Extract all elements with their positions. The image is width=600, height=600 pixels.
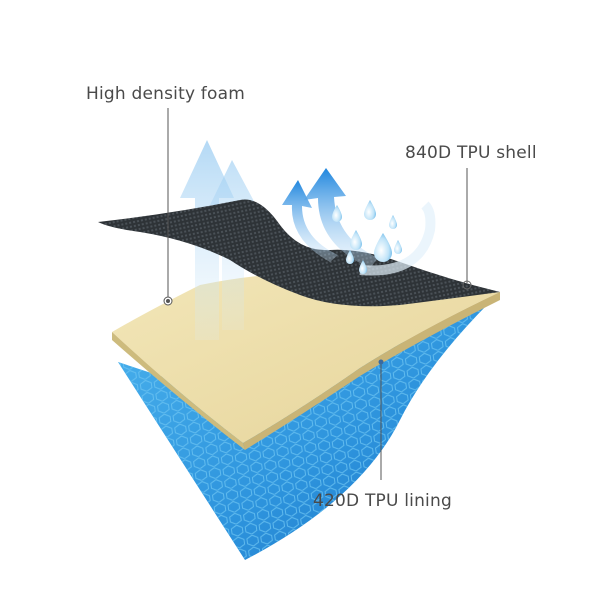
lining-layer <box>118 292 500 560</box>
vapor-arrows-icon <box>282 168 436 276</box>
shell-layer <box>98 199 500 307</box>
label-420d-tpu-lining: 420D TPU lining <box>313 491 452 511</box>
leader-lines <box>163 108 472 480</box>
label-840d-tpu-shell: 840D TPU shell <box>405 143 537 163</box>
label-high-density-foam: High density foam <box>86 84 245 104</box>
water-droplets-icon <box>332 200 402 274</box>
